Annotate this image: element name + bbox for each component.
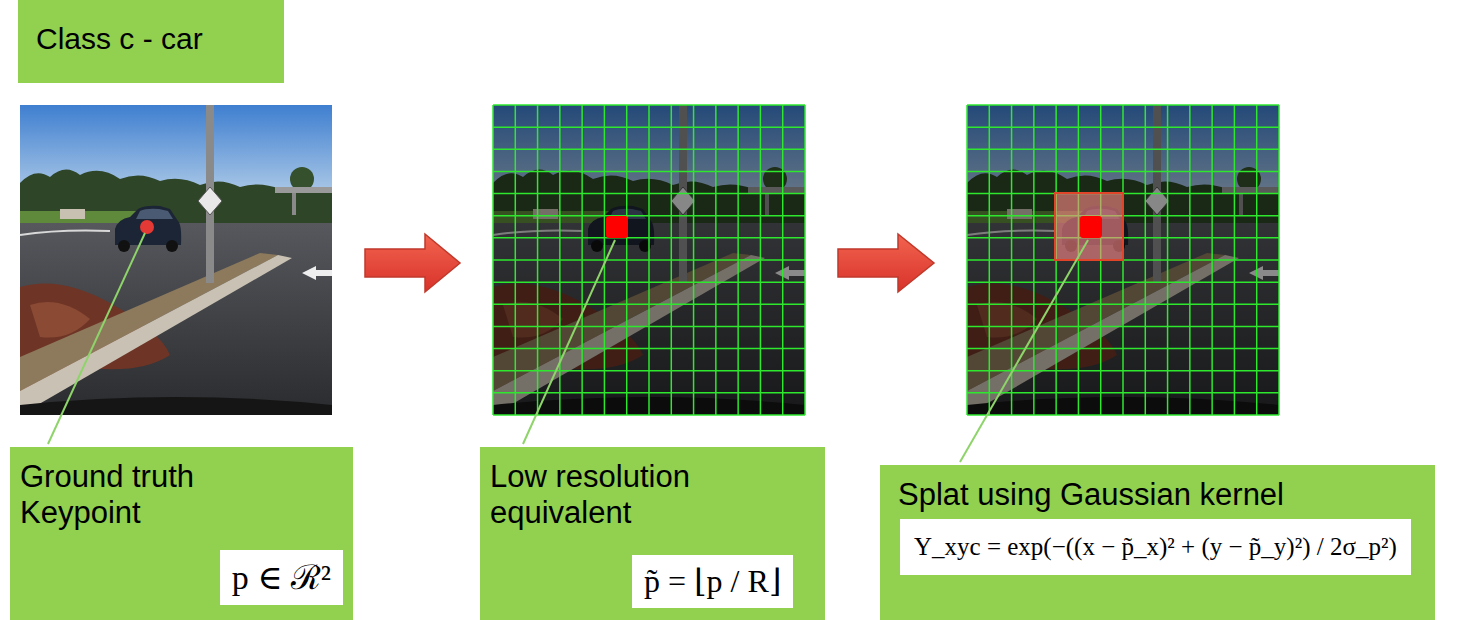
step-arrow <box>365 234 460 292</box>
grid-line <box>493 126 805 128</box>
grid-line <box>493 193 805 195</box>
formula-box: p̃ = ⌊p / R⌋ <box>632 555 793 608</box>
step-label-box: Ground truth Keypoint p ∈ ℛ² <box>10 447 353 620</box>
leader-line <box>48 233 145 444</box>
leader-line <box>960 240 1088 462</box>
grid-line <box>967 104 1279 106</box>
grid-line <box>493 215 805 217</box>
grid-line <box>493 171 805 173</box>
grid-line <box>967 126 1279 128</box>
label-text: Splat using Gaussian kernel <box>898 477 1417 513</box>
gaussian-splat <box>1055 193 1123 260</box>
leader-line <box>523 240 615 444</box>
formula-text: Y_xyc = exp(−((x − p̃_x)² + (y − p̃_y)²)… <box>914 533 1397 562</box>
class-label-box: Class c - car <box>18 0 284 83</box>
keypoint-dot <box>140 220 154 234</box>
grid-line <box>967 304 1279 306</box>
formula-box: p ∈ ℛ² <box>220 550 343 605</box>
street-photo <box>20 105 332 415</box>
photo-scene <box>493 105 805 415</box>
step-label-box: Splat using Gaussian kernelY_xyc = exp(−… <box>880 465 1435 620</box>
gridded-photo <box>493 105 805 415</box>
grid-line <box>967 149 1279 151</box>
grid-line <box>493 259 805 261</box>
grid-line <box>493 414 805 416</box>
grid-line <box>493 104 805 106</box>
low-res-cell <box>606 216 628 238</box>
formula-box: Y_xyc = exp(−((x − p̃_x)² + (y − p̃_y)²)… <box>900 519 1411 576</box>
grid-line <box>493 281 805 283</box>
formula-text: p̃ = ⌊p / R⌋ <box>644 563 781 600</box>
grid-lines <box>493 105 805 415</box>
grid-line <box>493 326 805 328</box>
grid-line <box>967 326 1279 328</box>
label-text: Class c - car <box>36 22 266 57</box>
step-label-box: Low resolution equivalent p̃ = ⌊p / R⌋ <box>480 447 825 620</box>
grid-line <box>493 348 805 350</box>
grid-line <box>967 414 1279 416</box>
step-arrow <box>838 234 934 292</box>
grid-line <box>967 281 1279 283</box>
grid-line <box>493 237 805 239</box>
grid-line <box>493 392 805 394</box>
formula-text: p ∈ ℛ² <box>232 558 331 597</box>
grid-line <box>493 149 805 151</box>
grid-line <box>967 171 1279 173</box>
grid-line <box>967 348 1279 350</box>
grid-line <box>493 304 805 306</box>
grid-line <box>967 392 1279 394</box>
grid-line <box>493 370 805 372</box>
dark-overlay <box>493 105 805 415</box>
photo-scene <box>20 105 332 415</box>
low-res-cell <box>1080 216 1102 238</box>
label-text: Ground truth Keypoint <box>20 459 260 530</box>
label-text: Low resolution equivalent <box>490 459 750 530</box>
